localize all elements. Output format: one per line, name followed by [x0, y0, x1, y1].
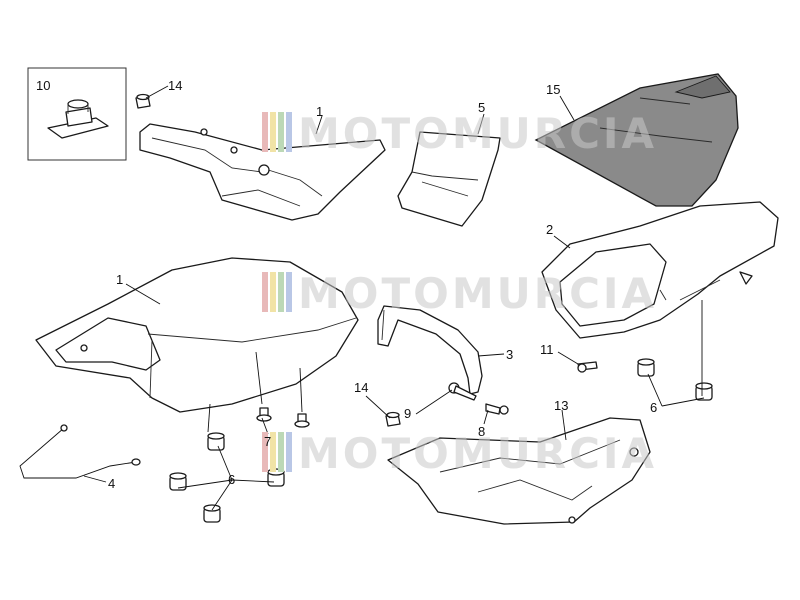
part-8-bolt — [485, 403, 509, 415]
leader-lines — [83, 85, 705, 511]
callout-1: 1 — [116, 272, 123, 287]
part-5-tail-cover — [397, 131, 501, 227]
part-7-stud-right — [294, 413, 310, 428]
part-14-grommet-bottom — [385, 411, 401, 427]
part-7-stud-left — [256, 407, 272, 422]
callout-2: 2 — [546, 222, 553, 237]
callout-14-bottom: 14 — [354, 380, 368, 395]
part-6-buffer-6 — [695, 382, 713, 401]
callout-3: 3 — [506, 347, 513, 362]
callout-9: 9 — [404, 406, 411, 421]
callout-10: 10 — [36, 78, 50, 93]
watermark-text: MOTOMURCIA — [298, 429, 657, 478]
callout-4: 4 — [108, 476, 115, 491]
part-15-seat-cover — [534, 73, 739, 207]
callout-13: 13 — [554, 398, 568, 413]
part-6-buffer-4 — [203, 504, 221, 523]
part-left-side-panel — [139, 123, 386, 221]
callout-7: 7 — [264, 434, 271, 449]
callout-14-top: 14 — [168, 78, 182, 93]
callout-6-right: 6 — [650, 400, 657, 415]
part-14-grommet-top — [135, 93, 151, 109]
callout-8: 8 — [478, 424, 485, 439]
callout-15: 15 — [546, 82, 560, 97]
callout-labels: 10 14 1 5 15 2 1 3 11 6 14 9 8 13 4 7 6 — [36, 78, 657, 491]
part-3-seat-hook — [377, 305, 483, 395]
callout-5: 5 — [478, 100, 485, 115]
callout-12: 1 — [316, 104, 323, 119]
callout-11: 11 — [540, 342, 554, 357]
part-1-rider-seat — [35, 257, 359, 413]
watermark-2: MOTOMURCIA — [262, 269, 657, 318]
part-11-screw — [577, 361, 598, 373]
watermark-text: MOTOMURCIA — [298, 269, 657, 318]
callout-6-left: 6 — [228, 472, 235, 487]
part-6-buffer-5 — [637, 358, 655, 377]
part-2-passenger-seat — [541, 201, 779, 339]
watermark-1: MOTOMURCIA — [262, 109, 657, 158]
part-right-side-panel — [387, 417, 651, 525]
part-4-cable — [19, 424, 141, 479]
watermark-3: MOTOMURCIA — [262, 429, 657, 478]
part-10-clip-inset — [27, 67, 127, 161]
part-6-buffer-1 — [207, 432, 225, 451]
watermark-text: MOTOMURCIA — [298, 109, 657, 158]
part-6-buffer-2 — [169, 472, 187, 491]
